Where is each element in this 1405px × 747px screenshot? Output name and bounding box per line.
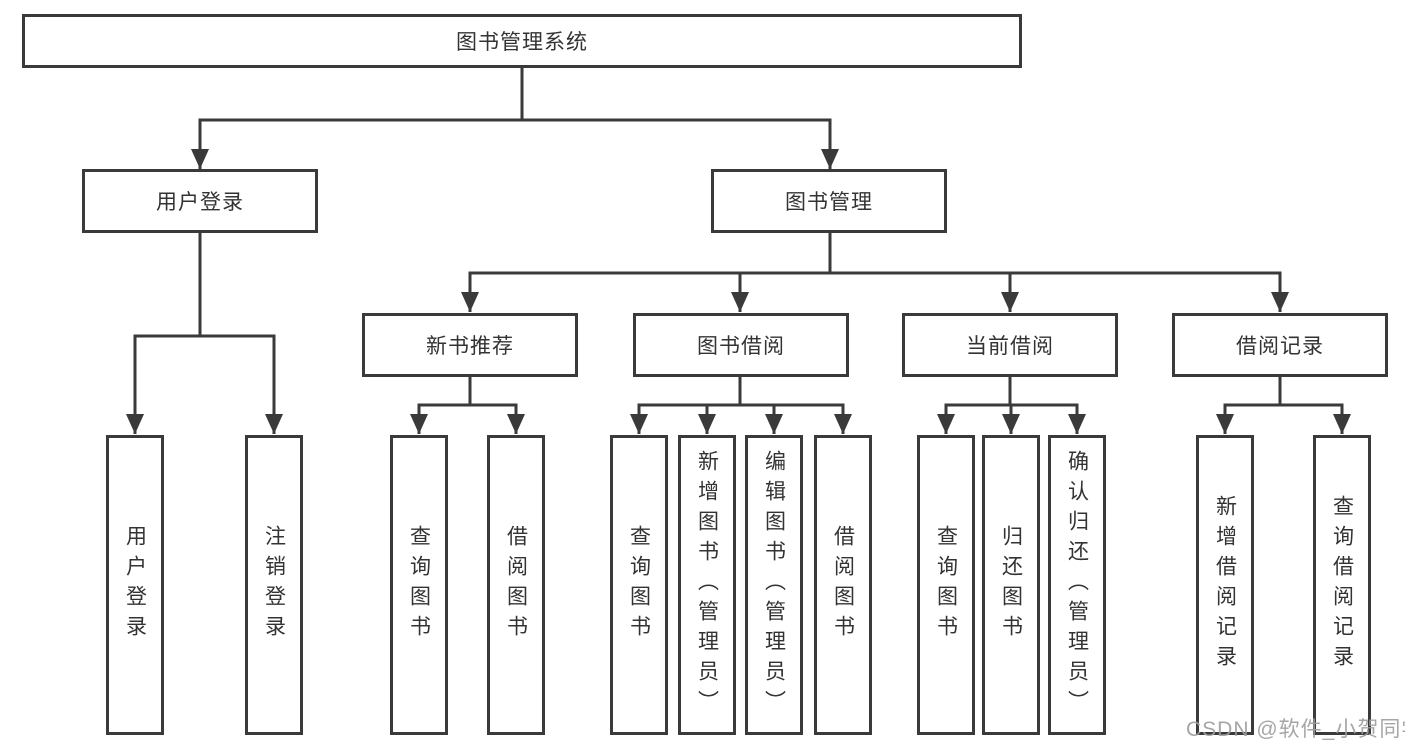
node-borrowing-records: 借阅记录 [1172,313,1388,377]
node-label: 新书推荐 [426,335,514,358]
node-library-management-system: 图书管理系统 [22,14,1022,68]
leaf-add-book-admin: 新增图书（管理员） [678,435,736,735]
connector-root-to-level1 [191,67,839,169]
node-label: 用户登录 [156,191,244,214]
leaf-confirm-return-admin: 确认归还（管理员） [1048,435,1106,735]
node-book-management: 图书管理 [711,169,947,233]
leaf-label: 确认归还（管理员） [1065,450,1089,720]
node-label: 图书借阅 [697,335,785,358]
leaf-label: 注销登录 [262,525,286,645]
leaf-user-login: 用户登录 [106,435,164,735]
node-label: 当前借阅 [966,335,1054,358]
leaf-query-borrow-record: 查询借阅记录 [1313,435,1371,735]
connector-book-borrow-branch [630,376,852,434]
node-label: 图书管理系统 [456,31,588,54]
node-label: 图书管理 [785,191,873,214]
leaf-label: 查询图书 [627,525,651,645]
leaf-newbook-query-book: 查询图书 [390,435,448,735]
node-label: 借阅记录 [1236,335,1324,358]
leaf-logout: 注销登录 [245,435,303,735]
leaf-label: 新增图书（管理员） [695,450,719,720]
leaf-label: 查询借阅记录 [1330,495,1354,675]
leaf-newbook-borrow-book: 借阅图书 [487,435,545,735]
node-user-login: 用户登录 [82,169,318,233]
leaf-label: 新增借阅记录 [1213,495,1237,675]
leaf-label: 借阅图书 [831,525,855,645]
csdn-watermark: CSDN @软件_小贺同学 [1186,718,1405,741]
connector-user-login-branch [126,232,283,434]
connector-book-management-branch [461,232,1289,312]
leaf-return-book: 归还图书 [982,435,1040,735]
leaf-label: 编辑图书（管理员） [762,450,786,720]
leaf-label: 借阅图书 [504,525,528,645]
connector-new-book-branch [410,376,525,434]
connector-current-borrow-branch [937,376,1086,434]
connector-borrow-records-branch [1216,376,1351,434]
node-book-borrowing: 图书借阅 [633,313,849,377]
node-current-borrowing: 当前借阅 [902,313,1118,377]
node-new-book-recommendation: 新书推荐 [362,313,578,377]
leaf-label: 查询图书 [934,525,958,645]
leaf-borrow-book: 借阅图书 [814,435,872,735]
leaf-label: 归还图书 [999,525,1023,645]
leaf-label: 查询图书 [407,525,431,645]
leaf-current-query-book: 查询图书 [917,435,975,735]
leaf-add-borrow-record: 新增借阅记录 [1196,435,1254,735]
leaf-borrow-query-book: 查询图书 [610,435,668,735]
leaf-label: 用户登录 [123,525,147,645]
leaf-edit-book-admin: 编辑图书（管理员） [745,435,803,735]
